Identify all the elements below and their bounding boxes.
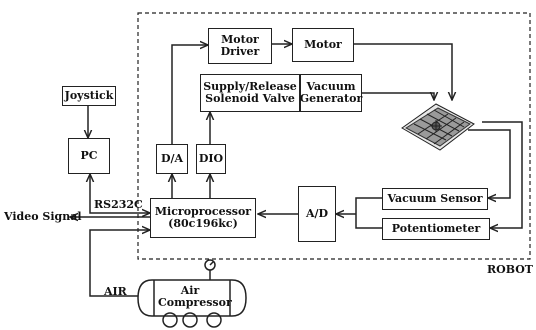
motor-label: Motor xyxy=(304,38,342,51)
potentiometer-block: Potentiometer xyxy=(382,218,490,240)
air-compressor-label: Air Compressor xyxy=(158,284,232,309)
motor-to-hand-arrow xyxy=(354,43,452,100)
video-signal-label: Video Signal xyxy=(4,210,82,223)
pc-label: PC xyxy=(80,149,98,162)
joystick-label: Joystick xyxy=(64,89,114,102)
joystick-block: Joystick xyxy=(62,86,116,106)
ad-block: A/D xyxy=(298,186,336,242)
compressor-line1: Air xyxy=(180,284,200,297)
robot-boundary xyxy=(137,12,531,260)
potentiometer-label: Potentiometer xyxy=(391,222,481,235)
rs232c-label: RS232C xyxy=(94,198,143,211)
da-label: D/A xyxy=(160,152,184,165)
da-to-motordriver-arrow xyxy=(171,45,208,144)
hand-to-pot-arrow xyxy=(482,121,523,228)
pot-to-ad-line xyxy=(355,214,382,229)
microprocessor-block: Microprocessor(80c196kc) xyxy=(150,198,256,238)
motor-driver-line2: Driver xyxy=(220,45,260,58)
robot-hand-icon xyxy=(401,103,475,151)
dio-label: DIO xyxy=(198,152,224,165)
micro-line2: (80c196kc) xyxy=(168,217,238,230)
vacuum-sensor-label: Vacuum Sensor xyxy=(387,192,483,205)
compressor-line2: Compressor xyxy=(158,296,232,309)
rs232c-link xyxy=(90,174,150,213)
robot-label: ROBOT xyxy=(487,263,533,276)
air-label: AIR xyxy=(104,285,127,298)
motor-driver-line1: Motor xyxy=(221,33,259,46)
air-line xyxy=(89,230,150,297)
motor-block: Motor xyxy=(292,28,354,62)
pc-block: PC xyxy=(68,138,110,174)
valve-line2: Solenoid Valve xyxy=(205,92,295,105)
valve-line1: Supply/Release xyxy=(203,80,297,93)
ad-label: A/D xyxy=(305,207,329,220)
vacuum-sensor-block: Vacuum Sensor xyxy=(382,188,488,210)
vacuum-gen-line2: Generator xyxy=(299,92,363,105)
vacuum-gen-line1: Vacuum xyxy=(306,80,356,93)
vacuum-to-hand-arrow xyxy=(362,93,434,100)
sensor-to-ad-line xyxy=(355,197,382,214)
air-compressor-tank xyxy=(137,259,247,328)
hand-to-sensor-arrow xyxy=(468,129,511,198)
da-block: D/A xyxy=(156,144,188,174)
micro-line1: Microprocessor xyxy=(154,205,252,218)
dio-block: DIO xyxy=(196,144,226,174)
